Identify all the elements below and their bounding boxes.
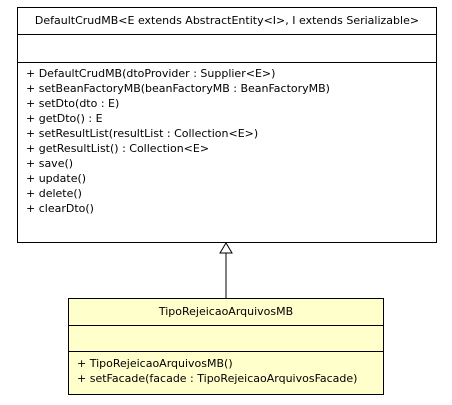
- operation: + getDto() : E: [26, 112, 103, 125]
- operation: + getResultList() : Collection<E>: [26, 142, 210, 155]
- child-class-name: TipoRejeicaoArquivosMB: [158, 305, 294, 318]
- child-class-box[interactable]: TipoRejeicaoArquivosMB + TipoRejeicaoArq…: [68, 298, 384, 395]
- operation: + TipoRejeicaoArquivosMB(): [77, 357, 233, 370]
- operation: + delete(): [26, 187, 82, 200]
- child-class-operations: + TipoRejeicaoArquivosMB() + setFacade(f…: [69, 351, 383, 386]
- parent-class-name: DefaultCrudMB<E extends AbstractEntity<I…: [34, 14, 420, 27]
- parent-class-operations: + DefaultCrudMB(dtoProvider : Supplier<E…: [18, 62, 436, 242]
- generalization-arrowhead: [219, 242, 233, 254]
- operation: + DefaultCrudMB(dtoProvider : Supplier<E…: [26, 67, 276, 80]
- operation: + setBeanFactoryMB(beanFactoryMB : BeanF…: [26, 82, 330, 95]
- operation: + clearDto(): [26, 202, 94, 215]
- operation: + setFacade(facade : TipoRejeicaoArquivo…: [77, 372, 358, 385]
- operation: + update(): [26, 172, 87, 185]
- operation: + save(): [26, 157, 74, 170]
- parent-class-attributes: [18, 34, 436, 62]
- operation: + setDto(dto : E): [26, 97, 120, 110]
- operation: + setResultList(resultList : Collection<…: [26, 127, 259, 140]
- child-class-attributes: [69, 325, 383, 351]
- parent-class-box[interactable]: DefaultCrudMB<E extends AbstractEntity<I…: [17, 7, 437, 243]
